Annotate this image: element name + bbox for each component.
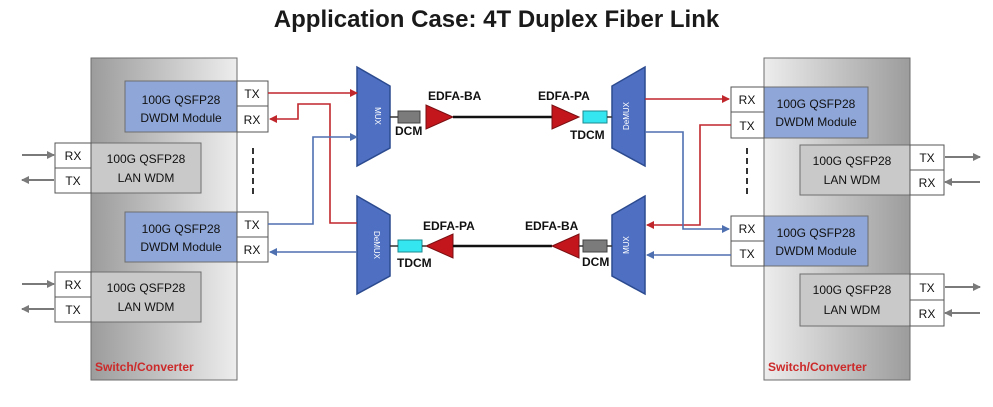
blue-signal-path bbox=[645, 131, 730, 233]
tdcm-label: TDCM bbox=[570, 128, 605, 142]
mux-top-left: MUX bbox=[356, 65, 391, 168]
right-client-arrows bbox=[944, 153, 981, 317]
right-dwdm-module-top: 100G QSFP28 DWDM Module RX TX bbox=[730, 86, 869, 139]
edfa-ba-label: EDFA-BA bbox=[428, 89, 482, 103]
tdcm-block bbox=[582, 110, 608, 124]
red-signal-path bbox=[646, 124, 731, 229]
module-name: 100G QSFP28 bbox=[777, 226, 856, 240]
edfa-pa-label: EDFA-PA bbox=[538, 89, 590, 103]
right-lan-wdm-module-top: 100G QSFP28 LAN WDM TX RX bbox=[799, 144, 945, 196]
demux-bottom-left: DeMUX bbox=[356, 194, 391, 296]
module-type: DWDM Module bbox=[775, 244, 857, 258]
rx-port-label: RX bbox=[244, 113, 261, 127]
tx-port-label: TX bbox=[65, 174, 80, 188]
rx-port-label: RX bbox=[739, 222, 756, 236]
module-name: 100G QSFP28 bbox=[107, 152, 186, 166]
mux-label: MUX bbox=[622, 235, 631, 253]
tx-port-label: TX bbox=[65, 303, 80, 317]
module-type: LAN WDM bbox=[118, 171, 175, 185]
tx-port-label: TX bbox=[244, 218, 259, 232]
top-fiber-link: DCM EDFA-BA EDFA-PA TDCM bbox=[390, 89, 612, 142]
tx-port-label: TX bbox=[244, 87, 259, 101]
right-switch-label: Switch/Converter bbox=[768, 360, 867, 374]
tx-port-label: TX bbox=[739, 247, 754, 261]
edfa-pa-amplifier bbox=[424, 233, 454, 259]
module-type: DWDM Module bbox=[140, 111, 222, 125]
module-type: DWDM Module bbox=[140, 240, 222, 254]
demux-label: DeMUX bbox=[372, 231, 381, 260]
edfa-ba-label: EDFA-BA bbox=[525, 219, 579, 233]
tx-port-label: TX bbox=[919, 281, 934, 295]
module-type: DWDM Module bbox=[775, 115, 857, 129]
left-dwdm-module-top: 100G QSFP28 DWDM Module TX RX bbox=[124, 80, 269, 133]
rx-port-label: RX bbox=[65, 149, 82, 163]
rx-port-label: RX bbox=[739, 93, 756, 107]
mux-bottom-right: MUX bbox=[611, 194, 646, 296]
left-lan-wdm-module-bottom: 100G QSFP28 LAN WDM RX TX bbox=[54, 271, 202, 323]
left-dwdm-module-bottom: 100G QSFP28 DWDM Module TX RX bbox=[124, 211, 269, 263]
red-signal-path bbox=[269, 103, 357, 224]
edfa-pa-label: EDFA-PA bbox=[423, 219, 475, 233]
module-name: 100G QSFP28 bbox=[142, 93, 221, 107]
edfa-pa-amplifier bbox=[551, 104, 581, 130]
module-name: 100G QSFP28 bbox=[107, 281, 186, 295]
module-type: LAN WDM bbox=[824, 303, 881, 317]
dcm-label: DCM bbox=[582, 255, 609, 269]
tx-port-label: TX bbox=[739, 119, 754, 133]
module-name: 100G QSFP28 bbox=[813, 283, 892, 297]
bottom-fiber-link: TDCM EDFA-PA EDFA-BA DCM bbox=[390, 219, 612, 270]
blue-signal-path bbox=[268, 133, 358, 225]
module-type: LAN WDM bbox=[824, 173, 881, 187]
edfa-ba-amplifier bbox=[550, 233, 580, 259]
dcm-block bbox=[397, 110, 421, 124]
dcm-block bbox=[582, 239, 608, 253]
demux-top-right: DeMUX bbox=[611, 65, 646, 168]
left-switch-label: Switch/Converter bbox=[95, 360, 194, 374]
signal-paths bbox=[268, 89, 731, 259]
tdcm-label: TDCM bbox=[397, 256, 432, 270]
page-title: Application Case: 4T Duplex Fiber Link bbox=[273, 6, 720, 33]
rx-port-label: RX bbox=[919, 176, 936, 190]
mux-label: MUX bbox=[373, 107, 382, 125]
edfa-ba-amplifier bbox=[425, 104, 455, 130]
left-client-arrows bbox=[21, 151, 55, 313]
dcm-label: DCM bbox=[395, 124, 422, 138]
module-name: 100G QSFP28 bbox=[777, 97, 856, 111]
module-type: LAN WDM bbox=[118, 300, 175, 314]
module-name: 100G QSFP28 bbox=[813, 154, 892, 168]
tx-port-label: TX bbox=[919, 151, 934, 165]
rx-port-label: RX bbox=[65, 278, 82, 292]
rx-port-label: RX bbox=[919, 307, 936, 321]
left-lan-wdm-module-top: 100G QSFP28 LAN WDM RX TX bbox=[54, 142, 202, 194]
right-dwdm-module-bottom: 100G QSFP28 DWDM Module RX TX bbox=[730, 215, 869, 267]
right-lan-wdm-module-bottom: 100G QSFP28 LAN WDM TX RX bbox=[799, 273, 945, 327]
tdcm-block bbox=[397, 239, 423, 253]
rx-port-label: RX bbox=[244, 243, 261, 257]
module-name: 100G QSFP28 bbox=[142, 222, 221, 236]
demux-label: DeMUX bbox=[622, 101, 631, 130]
